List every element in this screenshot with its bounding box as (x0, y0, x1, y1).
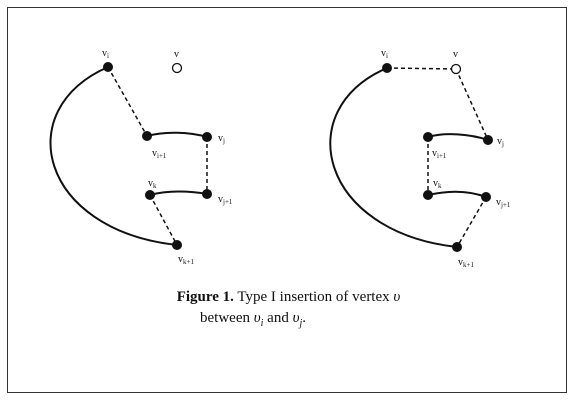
left-vertex-vi (103, 62, 113, 72)
left-label-v: v (174, 49, 179, 60)
right-vertex-vk1 (452, 242, 462, 252)
figure-caption-line2: between υi and υj. (200, 310, 306, 329)
right-label-vi: vi (381, 48, 388, 60)
right-edge-vi-v (386, 67, 457, 70)
right-vertex-vj (483, 135, 493, 145)
right-edge-vk-vj1 (427, 190, 487, 198)
left-edge-vi-vi1 (107, 66, 148, 137)
right-edge-vi1-vj (427, 133, 489, 141)
right-vertex-vi (382, 63, 392, 73)
caption-vi: υi (253, 310, 264, 329)
figure-label: Figure 1. (176, 289, 234, 305)
left-label-vi1: vi+1 (152, 148, 167, 160)
left-arc-vi-vk1 (49, 66, 178, 246)
right-label-vk1: vk+1 (458, 257, 474, 269)
caption-period: . (302, 310, 306, 326)
left-vertex-vj1 (202, 189, 212, 199)
left-vertex-vk (145, 190, 155, 200)
caption-text: Type I insertion of vertex (233, 289, 394, 305)
right-vertex-vj1 (481, 192, 491, 202)
caption-vj: υj (292, 310, 303, 329)
caption-vertex: υ (393, 289, 401, 305)
right-label-vk: vk (433, 178, 442, 190)
right-labels: vi v vi+1 vj vk vj+1 vk+1 (381, 48, 511, 269)
right-label-v: v (453, 49, 458, 60)
left-vertex-vi1 (142, 131, 152, 141)
left-label-vk: vk (148, 178, 157, 190)
left-diagram (49, 66, 208, 246)
left-vertex-v (171, 62, 183, 74)
left-edge-vi1-vj (146, 131, 208, 138)
left-vertex-vj (202, 132, 212, 142)
left-labels: vi v vi+1 vj vk vj+1 vk+1 (102, 48, 233, 266)
left-edge-vk-vj1 (149, 190, 208, 196)
right-vertex-vi1 (423, 132, 433, 142)
caption-between: between (200, 310, 254, 326)
right-edge-vj1-vk1 (456, 196, 487, 248)
left-label-vj1: vj+1 (218, 194, 233, 206)
right-vertex-v (450, 63, 462, 75)
right-edge-v-vj (455, 68, 489, 141)
left-label-vi: vi (102, 48, 109, 60)
left-label-vk1: vk+1 (178, 254, 194, 266)
right-vertex-vk (423, 190, 433, 200)
left-vertex-vk1 (172, 240, 182, 250)
right-arc-vi-vk1 (329, 67, 458, 248)
left-edge-vk-vk1 (149, 194, 178, 246)
right-label-vj1: vj+1 (496, 197, 511, 209)
figure-caption-line1: Figure 1. Type I insertion of vertex υ (0, 289, 577, 306)
caption-and: and (263, 310, 293, 326)
right-vertices (382, 63, 493, 252)
left-vertices (103, 62, 212, 250)
right-label-vj: vj (497, 136, 504, 148)
right-diagram (329, 67, 489, 248)
left-label-vj: vj (218, 133, 225, 145)
right-label-vi1: vi+1 (432, 148, 447, 160)
